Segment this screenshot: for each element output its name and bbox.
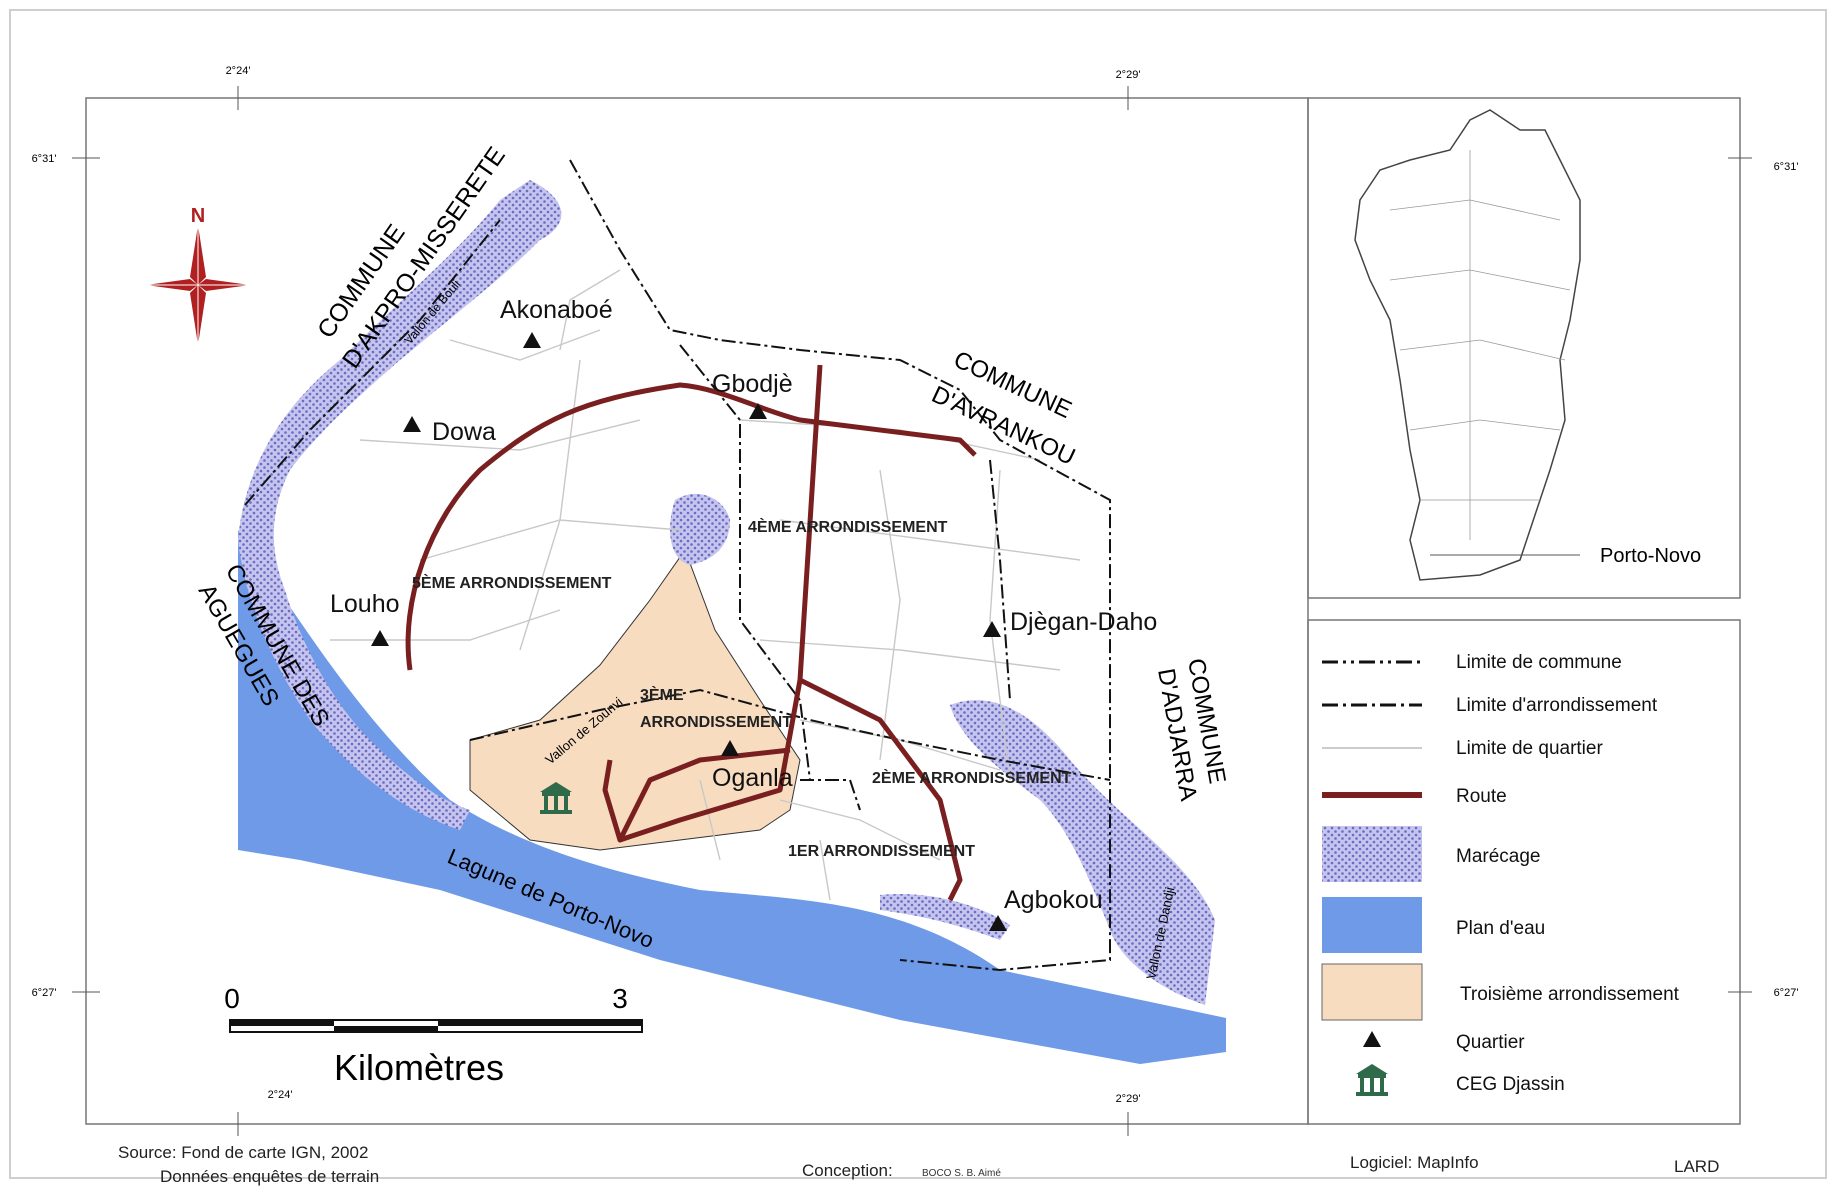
quartier-djegan: Djègan-Daho [1010,608,1157,636]
inset-benin-map [1354,109,1581,581]
quartier-oganla: Oganla [712,764,793,792]
ceg-djassin-icon [540,782,572,814]
marsh-north [238,180,562,830]
credit-source-2: Données enquêtes de terrain [160,1167,379,1186]
legend-troisieme: Troisième arrondissement [1460,984,1680,1005]
credit-logiciel: Logiciel: MapInfo [1350,1153,1479,1172]
coord-bottom-right: 2°29' [1116,1093,1141,1105]
quartier-gbodje: Gbodjè [712,370,793,398]
quartier-akonaboe: Akonaboé [500,296,613,324]
arr-1-label: 1ER ARRONDISSEMENT [788,843,975,860]
north-label: N [191,205,205,227]
admin-limits [244,159,1111,972]
scale-three: 3 [612,983,628,1014]
credit-conception-name: BOCO S. B. Aimé [922,1168,1001,1179]
north-arrow [146,225,250,345]
legend-quartier: Quartier [1456,1032,1525,1053]
legend-quartier-limit: Limite de quartier [1456,738,1603,759]
coord-right-top: 6°31' [1774,161,1799,173]
outer-border [9,9,1827,1179]
legend-ceg: CEG Djassin [1456,1074,1565,1095]
roads [405,364,977,902]
marsh-center [670,493,730,565]
inset-porto-novo-label: Porto-Novo [1600,545,1701,567]
legend-arrondissement: Limite d'arrondissement [1456,695,1658,716]
quartier-dowa: Dowa [432,418,496,446]
arr-4-label: 4ÈME ARRONDISSEMENT [748,517,948,536]
inset-frame [1307,97,1741,599]
third-arrondissement-area [469,548,801,851]
coord-right-bottom: 6°27' [1774,987,1799,999]
legend-frame [1307,619,1741,1125]
scale-zero: 0 [224,983,240,1014]
coord-top-right: 2°29' [1116,69,1141,81]
scale-unit: Kilomètres [334,1047,504,1088]
arr-2-label: 2ÈME ARRONDISSEMENT [872,768,1072,787]
coord-top-left: 2°24' [226,65,251,77]
credit-lard: LARD [1674,1157,1719,1176]
legend [1321,660,1423,1096]
quartier-louho: Louho [330,590,400,618]
scale-bar [229,1019,643,1033]
arr-3-label-line2: ARRONDISSEMENT [640,714,792,731]
marsh-east [950,700,1215,1005]
coord-bottom-left: 2°24' [268,1089,293,1101]
coord-left-top: 6°31' [32,153,57,165]
quartier-agbokou: Agbokou [1004,886,1103,914]
legend-marecage: Marécage [1456,846,1541,867]
legend-route: Route [1456,786,1507,807]
legend-commune: Limite de commune [1456,652,1622,673]
credit-source-1: Source: Fond de carte IGN, 2002 [118,1143,368,1162]
arr-5-label: 5ÈME ARRONDISSEMENT [412,573,612,592]
graticule-ticks [72,86,1752,1136]
credit-conception-label: Conception: [802,1161,893,1180]
quartier-markers [371,332,1007,931]
arr-3-label-line1: 3ÈME [640,685,684,704]
map-frame [85,97,1309,1125]
marsh-south [880,894,1010,940]
legend-plan-eau: Plan d'eau [1456,918,1545,939]
coord-left-bottom: 6°27' [32,987,57,999]
